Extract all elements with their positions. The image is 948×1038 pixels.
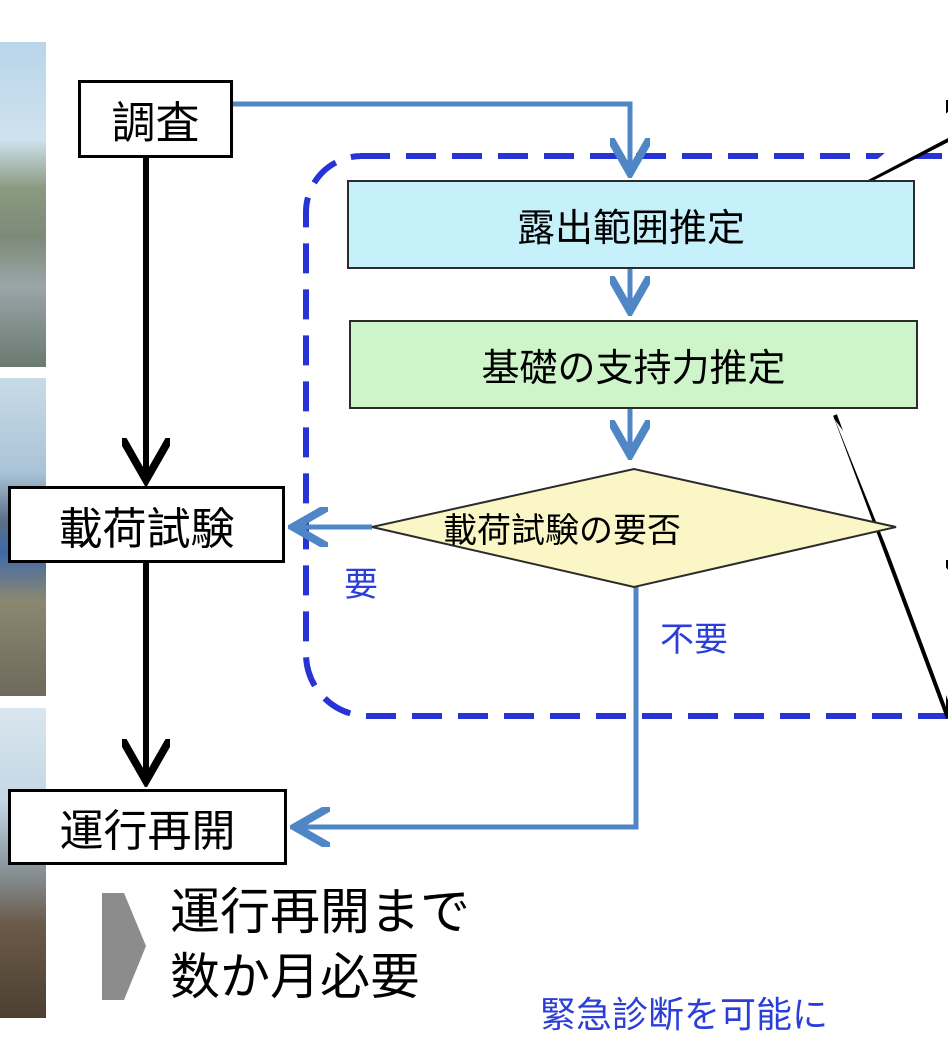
decision-diamond xyxy=(371,467,897,589)
emergency-diagnosis-region xyxy=(303,153,948,719)
branch-not-required-label: 不要 xyxy=(660,620,728,660)
decision-to-resume-arrow xyxy=(300,587,639,827)
decision-label: 載荷試験の要否 xyxy=(443,511,681,551)
load-test-label: 載荷試験 xyxy=(58,503,235,555)
load-test-box: 載荷試験 xyxy=(8,486,285,563)
bearing-capacity-label: 基礎の支持力推定 xyxy=(481,346,786,390)
callout-lower xyxy=(833,414,948,719)
branch-required-label: 要 xyxy=(344,565,378,605)
bearing-capacity-estimation-box: 基礎の支持力推定 xyxy=(349,320,918,409)
resume-operation-box: 運行再開 xyxy=(8,789,287,865)
survey-to-exposure-arrow xyxy=(233,101,630,168)
chevron-right-icon xyxy=(102,893,146,1000)
survey-label: 調査 xyxy=(111,98,200,149)
exposure-range-label: 露出範囲推定 xyxy=(516,206,745,250)
note-line-1: 運行再開まで xyxy=(170,883,470,941)
exposure-range-estimation-box: 露出範囲推定 xyxy=(347,180,915,269)
resume-operation-label: 運行再開 xyxy=(59,806,236,857)
flood-river-photo xyxy=(0,42,46,367)
survey-box: 調査 xyxy=(78,80,233,158)
emergency-diagnosis-caption: 緊急診断を可能に xyxy=(540,995,829,1036)
note-line-2: 数か月必要 xyxy=(170,948,420,1006)
